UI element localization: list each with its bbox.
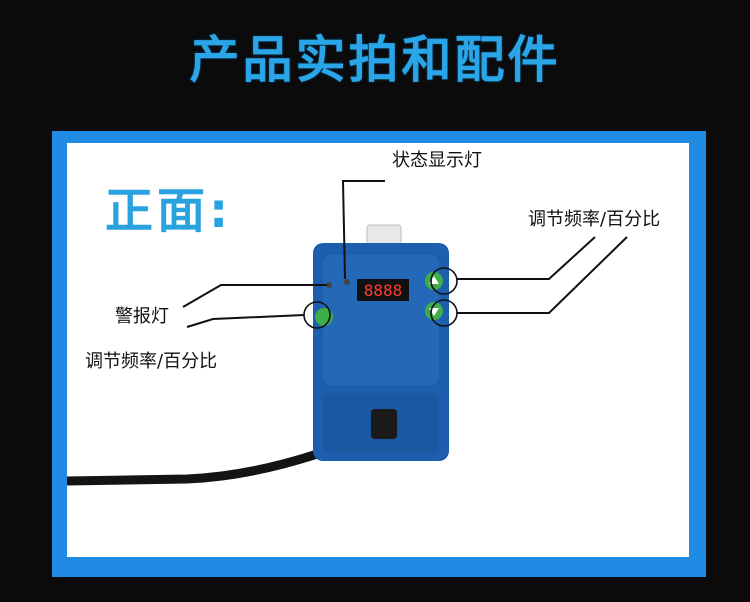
pump-front-panel — [323, 255, 439, 385]
callout-adjust-right: 调节频率/百分比 — [528, 209, 661, 230]
callout-ring-up — [430, 267, 458, 295]
status-light — [344, 279, 350, 285]
leader-adjust-up — [457, 236, 596, 280]
pump-illustration: 8888 — [67, 180, 628, 486]
led-display-readout: 8888 — [364, 281, 403, 300]
leader-adjust-left — [186, 314, 305, 328]
callout-adjust-left: 调节频率/百分比 — [85, 351, 218, 372]
leader-status — [341, 180, 385, 280]
leader-alarm — [182, 284, 327, 308]
callout-alarm-light: 警报灯 — [115, 306, 169, 327]
alarm-light — [326, 282, 332, 288]
cable-gland — [371, 409, 397, 439]
leader-adjust-down — [457, 236, 628, 314]
callout-status-light: 状态显示灯 — [392, 150, 482, 171]
product-photo: 8888 正面: 状态显示灯 警报灯 调节频率/百分比 调节频率/百分比 — [67, 143, 689, 557]
page-title: 产品实拍和配件 — [189, 31, 561, 89]
front-view-label: 正面: — [105, 183, 233, 239]
led-display — [357, 279, 409, 301]
